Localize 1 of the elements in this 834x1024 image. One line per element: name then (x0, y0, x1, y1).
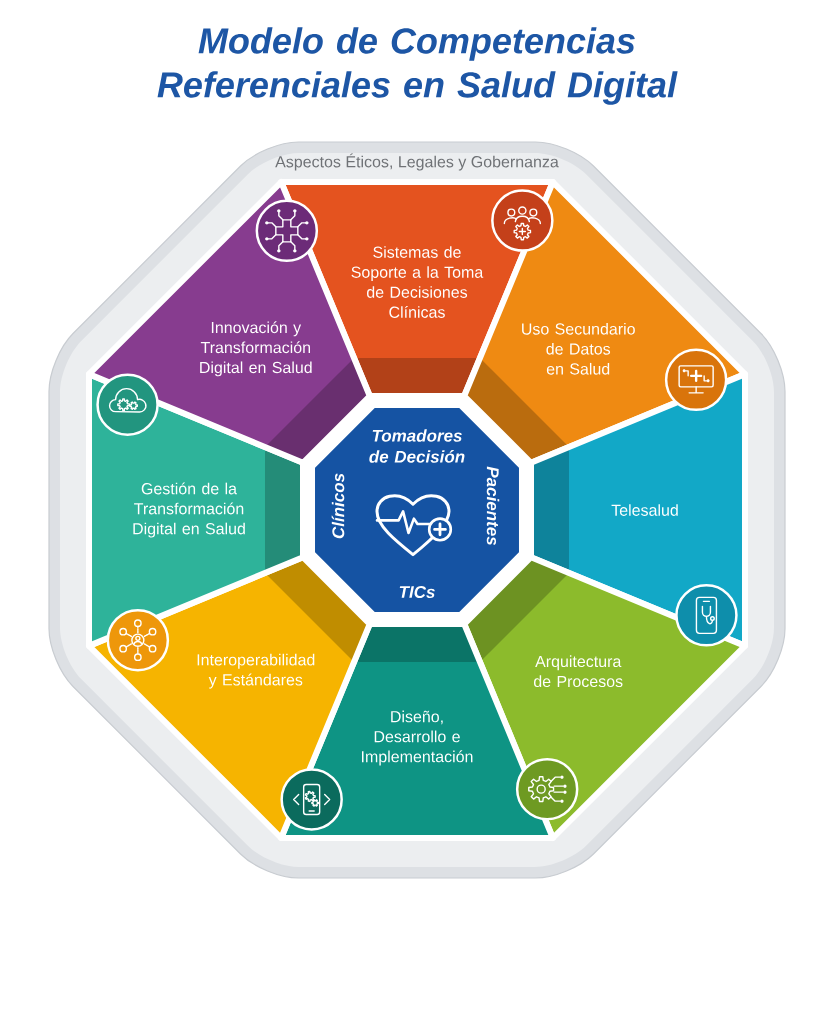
title: Modelo de Competencias Referenciales en Salud Digital (157, 27, 678, 105)
